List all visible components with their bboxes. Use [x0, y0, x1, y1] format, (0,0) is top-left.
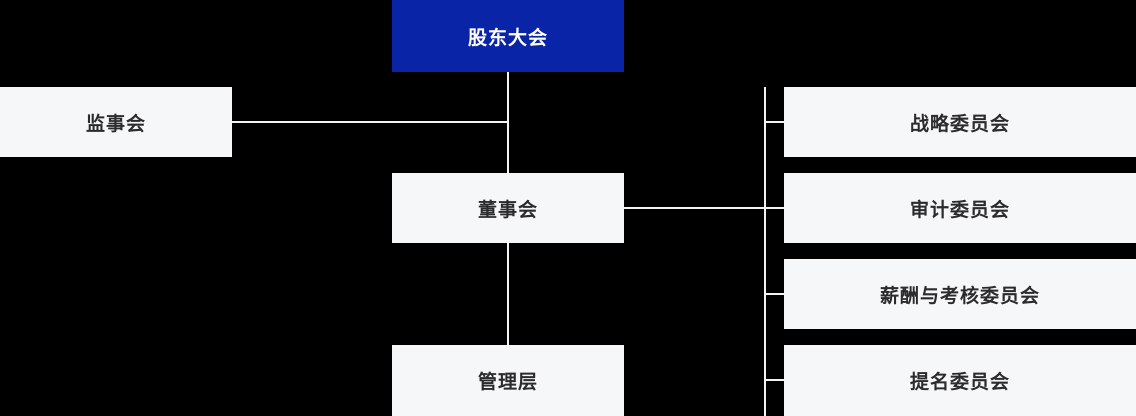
connector-shareholders-to-directors [507, 72, 509, 173]
connector-committees-trunk [764, 87, 766, 416]
node-management[interactable]: 管理层 [392, 345, 624, 416]
node-board-of-directors[interactable]: 董事会 [392, 173, 624, 243]
connector-directors-to-committees-trunk [624, 207, 766, 209]
node-committee-audit[interactable]: 审计委员会 [784, 173, 1136, 243]
node-committee-audit-label: 审计委员会 [909, 199, 1010, 221]
connector-trunk-to-committee-4 [766, 379, 784, 381]
node-board-of-supervisors[interactable]: 监事会 [0, 87, 232, 157]
connector-directors-to-management [507, 243, 509, 345]
node-committee-remuneration[interactable]: 薪酬与考核委员会 [784, 259, 1136, 329]
connector-trunk-to-committee-3 [766, 293, 784, 295]
node-shareholders-meeting-label: 股东大会 [467, 27, 548, 49]
node-shareholders-meeting[interactable]: 股东大会 [392, 0, 624, 72]
node-board-of-supervisors-label: 监事会 [85, 113, 146, 135]
connector-trunk-to-committee-2 [766, 207, 784, 209]
node-committee-nomination[interactable]: 提名委员会 [784, 345, 1136, 416]
connector-supervisors-to-stem [232, 121, 508, 123]
node-management-label: 管理层 [477, 372, 538, 393]
node-committee-nomination-label: 提名委员会 [909, 372, 1010, 393]
node-committee-strategy-label: 战略委员会 [909, 113, 1010, 135]
node-board-of-directors-label: 董事会 [477, 199, 538, 221]
connector-trunk-to-committee-1 [766, 121, 784, 123]
node-committee-remuneration-label: 薪酬与考核委员会 [879, 285, 1040, 307]
node-committee-strategy[interactable]: 战略委员会 [784, 87, 1136, 157]
